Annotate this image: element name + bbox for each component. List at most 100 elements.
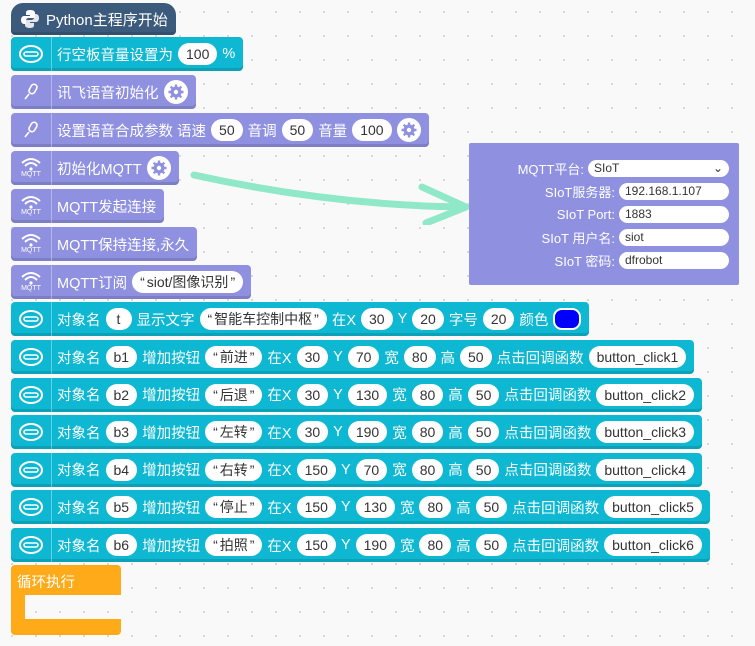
unihiker-icon [11, 340, 52, 374]
tts-volume-input[interactable]: 100 [352, 119, 392, 141]
text-input[interactable]: 智能车控制中枢 [199, 308, 327, 330]
obj-label: 对象名 [57, 500, 101, 517]
x-input[interactable]: 150 [296, 496, 336, 519]
width-input[interactable]: 80 [411, 458, 444, 481]
button-text-input[interactable]: 后退 [205, 383, 263, 406]
settings-gear-icon[interactable] [146, 156, 171, 180]
width-label: 宽 [392, 463, 407, 480]
button-text-input[interactable]: 左转 [205, 421, 263, 444]
add-button-block[interactable]: 对象名b4增加按钮右转在X150Y70宽80高50点击回调函数button_cl… [11, 452, 703, 487]
width-input[interactable]: 80 [419, 534, 452, 556]
callback-input[interactable]: button_click3 [596, 421, 695, 444]
callback-input[interactable]: button_click2 [596, 383, 695, 406]
add-button-block[interactable]: 对象名b3增加按钮左转在X30Y190宽80高50点击回调函数button_cl… [11, 415, 703, 450]
height-input[interactable]: 50 [467, 458, 500, 481]
mqtt-connect-block[interactable]: MQTT MQTT发起连接 [11, 189, 165, 223]
mqtt-subscribe-block[interactable]: MQTT MQTT订阅 siot/图像识别 [11, 265, 252, 299]
height-label: 高 [448, 425, 463, 442]
y-input[interactable]: 20 [412, 308, 444, 330]
obj-input[interactable]: b4 [105, 458, 138, 481]
x-input[interactable]: 30 [361, 308, 393, 330]
volume-input[interactable]: 100 [178, 43, 218, 65]
callback-input[interactable]: button_click1 [588, 346, 687, 368]
x-input[interactable]: 150 [296, 458, 336, 481]
add-button-label: 增加按钮 [142, 425, 201, 442]
callback-label: 点击回调函数 [504, 388, 592, 405]
loop-block[interactable]: 循环执行 [11, 565, 121, 635]
show-text-block[interactable]: 对象名 t 显示文字 智能车控制中枢 在X 30 Y 20 字号 20 颜色 [11, 302, 590, 336]
color-label: 颜色 [519, 312, 549, 329]
obj-input[interactable]: b5 [105, 496, 138, 519]
height-input[interactable]: 50 [475, 496, 508, 519]
obj-label: 对象名 [57, 312, 101, 329]
button-text-input[interactable]: 停止 [205, 496, 263, 519]
mqtt-init-block[interactable]: MQTT 初始化MQTT [11, 151, 179, 185]
height-input[interactable]: 50 [467, 421, 500, 444]
tts-params-block[interactable]: 设置语音合成参数 语速 50 音调 50 音量 100 [11, 113, 429, 147]
pitch-input[interactable]: 50 [281, 119, 314, 141]
y-input[interactable]: 190 [355, 534, 395, 556]
annotation-arrow [190, 171, 470, 225]
unihiker-icon [11, 490, 52, 525]
callback-input[interactable]: button_click4 [596, 458, 695, 481]
obj-input[interactable]: t [105, 308, 132, 330]
y-input[interactable]: 70 [355, 458, 388, 481]
width-input[interactable]: 80 [411, 383, 444, 406]
color-swatch[interactable] [553, 308, 582, 330]
topic-input[interactable]: siot/图像识别 [132, 271, 244, 293]
password-input[interactable]: dfrobot [619, 252, 729, 269]
x-input[interactable]: 30 [296, 421, 329, 444]
add-button-block[interactable]: 对象名b6增加按钮拍照在X150Y190宽80高50点击回调函数button_c… [11, 528, 710, 562]
platform-select[interactable]: SIoT ⌄ [588, 160, 729, 177]
button-text-input[interactable]: 右转 [205, 458, 263, 481]
mqtt-wifi-icon: MQTT [11, 151, 52, 185]
height-input[interactable]: 50 [467, 383, 500, 406]
callback-label: 点击回调函数 [504, 425, 592, 442]
set-volume-block[interactable]: 行空板音量设置为 100 % [11, 37, 244, 71]
y-input[interactable]: 130 [347, 383, 388, 406]
width-input[interactable]: 80 [411, 421, 444, 444]
x-label: 在X [267, 463, 292, 480]
add-button-block[interactable]: 对象名b2增加按钮后退在X30Y130宽80高50点击回调函数button_cl… [11, 377, 703, 412]
height-input[interactable]: 50 [475, 534, 508, 556]
width-input[interactable]: 80 [403, 346, 436, 368]
width-label: 宽 [392, 425, 407, 442]
add-button-block[interactable]: 对象名b5增加按钮停止在X150Y130宽80高50点击回调函数button_c… [11, 490, 710, 525]
button-text-input[interactable]: 拍照 [205, 534, 263, 556]
add-button-block[interactable]: 对象名b1增加按钮前进在X30Y70宽80高50点击回调函数button_cli… [11, 340, 695, 374]
python-main-start-block[interactable]: Python主程序开始 [11, 3, 176, 35]
obj-input[interactable]: b6 [105, 534, 138, 556]
y-input[interactable]: 70 [347, 346, 380, 368]
y-input[interactable]: 130 [355, 496, 395, 519]
tts-label: 设置语音合成参数 语速 [57, 123, 207, 140]
x-input[interactable]: 30 [296, 346, 329, 368]
xunfei-init-block[interactable]: 讯飞语音初始化 [11, 75, 196, 109]
button-text-input[interactable]: 前进 [205, 346, 263, 368]
unihiker-icon [11, 452, 52, 487]
y-input[interactable]: 190 [347, 421, 388, 444]
tts-volume-label: 音量 [318, 123, 348, 140]
settings-gear-icon[interactable] [163, 80, 188, 104]
size-input[interactable]: 20 [482, 308, 515, 330]
settings-gear-icon[interactable] [396, 118, 421, 142]
unihiker-icon [11, 377, 52, 412]
obj-input[interactable]: b2 [105, 383, 138, 406]
callback-input[interactable]: button_click5 [604, 496, 702, 519]
server-input[interactable]: 192.168.1.107 [619, 183, 729, 200]
mqtt-connect-label: MQTT发起连接 [57, 199, 157, 216]
obj-label: 对象名 [57, 538, 101, 555]
speed-input[interactable]: 50 [211, 119, 243, 141]
width-input[interactable]: 80 [419, 496, 452, 519]
mqtt-keep-alive-block[interactable]: MQTT MQTT保持连接,永久 [11, 227, 198, 261]
callback-input[interactable]: button_click6 [604, 534, 702, 556]
y-label: Y [397, 311, 408, 327]
mqtt-icon-caption: MQTT [21, 171, 41, 178]
x-input[interactable]: 150 [296, 534, 336, 556]
pitch-label: 音调 [247, 123, 277, 140]
obj-input[interactable]: b3 [105, 421, 138, 444]
obj-input[interactable]: b1 [105, 346, 138, 368]
user-input[interactable]: siot [619, 229, 729, 246]
height-input[interactable]: 50 [460, 346, 492, 368]
x-input[interactable]: 30 [296, 383, 329, 406]
port-input[interactable]: 1883 [619, 206, 729, 223]
